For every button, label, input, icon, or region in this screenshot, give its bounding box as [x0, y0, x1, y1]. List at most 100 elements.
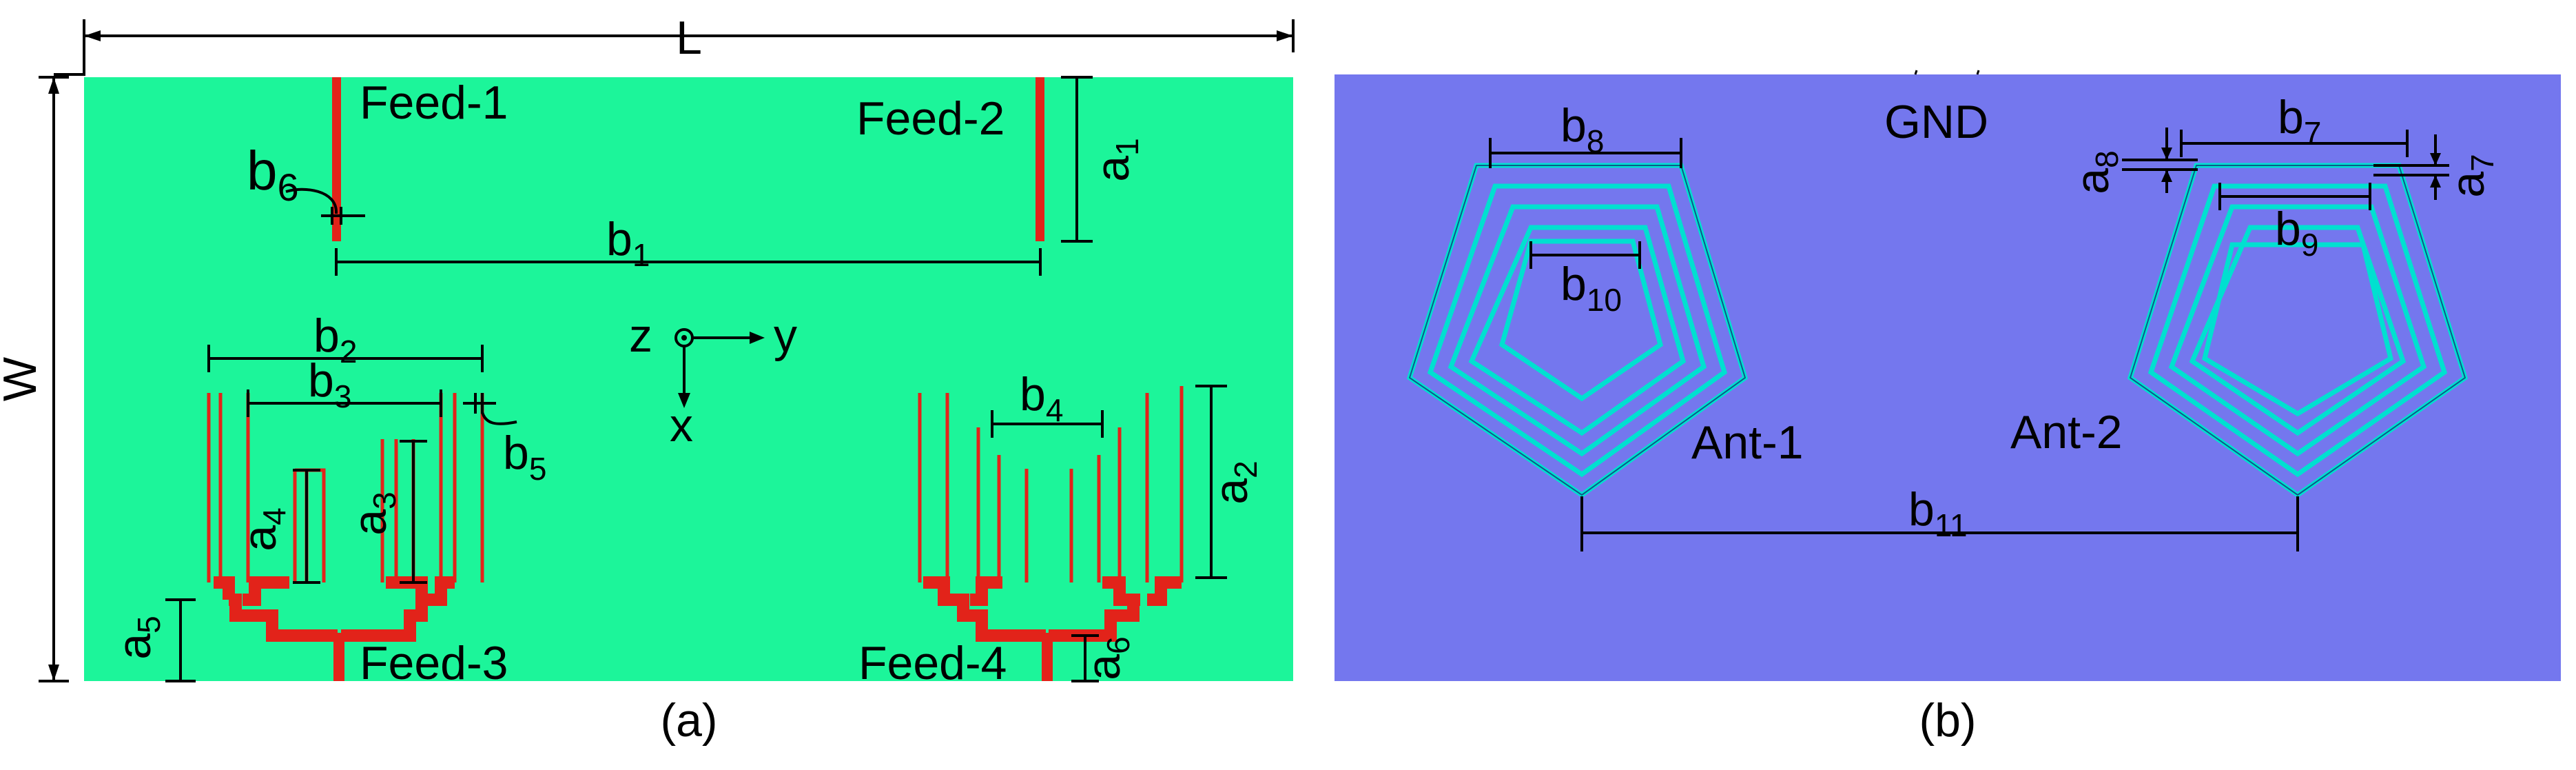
dim-b5: b5 — [463, 393, 546, 487]
svg-text:b4: b4 — [1020, 368, 1063, 428]
ant-2-label: Ant-2 — [2010, 406, 2123, 458]
dim-b7: b7 — [2180, 91, 2409, 157]
b7-sub: 7 — [2304, 115, 2322, 151]
svg-text:a5: a5 — [108, 616, 167, 659]
a1-sub: 1 — [1109, 138, 1145, 156]
svg-text:b8: b8 — [1560, 99, 1604, 159]
a8-sub: 8 — [2089, 150, 2125, 168]
svg-text:b11: b11 — [1908, 483, 1968, 543]
dim-a2: a2 — [1195, 385, 1264, 579]
panel-a: L W Feed-1 Feed-2 a1 — [0, 12, 1295, 747]
b3-base: b — [308, 354, 334, 407]
coordinate-axes: z y x — [629, 310, 797, 452]
b8-sub: 8 — [1587, 123, 1605, 159]
b1-sub: 1 — [632, 237, 650, 273]
b2-base: b — [313, 310, 340, 362]
b10-sub: 10 — [1587, 282, 1622, 318]
svg-text:a1: a1 — [1086, 138, 1145, 181]
svg-text:a8: a8 — [2066, 150, 2125, 194]
feed-1-strip — [332, 77, 341, 241]
svg-text:b5: b5 — [503, 427, 546, 487]
length-label: L — [676, 12, 702, 64]
svg-text:a3: a3 — [344, 492, 402, 535]
feed-3-label: Feed-3 — [360, 637, 508, 689]
a1-base: a — [1086, 156, 1139, 182]
svg-text:b9: b9 — [2275, 203, 2318, 263]
b9-base: b — [2275, 203, 2301, 255]
a5-base: a — [108, 634, 161, 660]
dim-b6: b6 — [247, 140, 365, 225]
dim-a3: a3 — [344, 440, 427, 584]
width-label: W — [0, 357, 46, 401]
b8-base: b — [1560, 99, 1587, 152]
a2-sub: 2 — [1228, 460, 1264, 478]
a2-base: a — [1205, 478, 1257, 505]
svg-text:a6: a6 — [1078, 636, 1136, 680]
svg-text:b2: b2 — [313, 310, 357, 369]
svg-text:b6: b6 — [247, 140, 299, 209]
b5-base: b — [503, 427, 529, 479]
b6-sub: 6 — [278, 165, 299, 209]
b6-base: b — [247, 140, 278, 201]
feed-4-label: Feed-4 — [858, 637, 1007, 689]
svg-text:b1: b1 — [606, 213, 650, 273]
feed-3-structure: Feed-3 — [207, 393, 508, 689]
svg-text:b10: b10 — [1560, 258, 1622, 318]
dim-a6: a6 — [1071, 634, 1136, 682]
b7-base: b — [2278, 91, 2304, 143]
panel-b: GND b8 — [1335, 70, 2561, 747]
ant-2-spiral — [2127, 163, 2469, 498]
caption-b: (b) — [1919, 694, 1976, 747]
b10-base: b — [1560, 258, 1587, 310]
feed-2-strip — [1035, 77, 1044, 241]
b11-sub: 11 — [1935, 507, 1968, 543]
length-dimension: L — [54, 12, 1295, 76]
a3-base: a — [344, 509, 396, 536]
ant-1-spiral — [1406, 163, 1749, 498]
b3-sub: 3 — [334, 378, 352, 414]
feed-4-structure: Feed-4 — [858, 386, 1184, 689]
axis-x-label: x — [670, 399, 693, 452]
b1-base: b — [606, 213, 632, 265]
b11-base: b — [1908, 483, 1935, 536]
caption-a: (a) — [660, 694, 717, 747]
a7-base: a — [2442, 172, 2494, 198]
width-dimension: W — [0, 76, 69, 682]
dim-b10: b10 — [1529, 241, 1641, 318]
axis-z-label: z — [629, 310, 652, 362]
a3-sub: 3 — [367, 492, 402, 509]
svg-text:b3: b3 — [308, 354, 351, 414]
dim-b4: b4 — [991, 368, 1104, 438]
dim-b2: b2 — [207, 310, 484, 372]
dim-b11: b11 — [1580, 483, 2299, 551]
axis-y-label: y — [774, 310, 797, 362]
b2-sub: 2 — [340, 334, 358, 369]
dim-a4: a4 — [234, 469, 320, 584]
svg-text:a7: a7 — [2442, 154, 2500, 197]
ant-1-label: Ant-1 — [1691, 416, 1804, 469]
b9-sub: 9 — [2301, 227, 2319, 263]
svg-text:a4: a4 — [234, 507, 292, 551]
a8-base: a — [2066, 168, 2119, 194]
dim-a8: a8 — [2066, 128, 2198, 194]
svg-text:a2: a2 — [1205, 460, 1264, 504]
a4-base: a — [234, 525, 286, 551]
a7-sub: 7 — [2464, 154, 2500, 172]
feed-2-label: Feed-2 — [856, 92, 1004, 145]
dim-a7: a7 — [2373, 134, 2500, 200]
dim-b1: b1 — [335, 213, 1042, 276]
b5-sub: 5 — [529, 451, 547, 487]
feed-1-label: Feed-1 — [360, 77, 508, 129]
a6-base: a — [1078, 654, 1130, 680]
gnd-label: GND — [1884, 96, 1988, 148]
b4-base: b — [1020, 368, 1046, 421]
a5-sub: 5 — [131, 616, 167, 634]
dim-a5: a5 — [108, 598, 196, 682]
svg-text:b7: b7 — [2278, 91, 2321, 151]
dim-b8: b8 — [1489, 99, 1682, 168]
a4-sub: 4 — [256, 507, 292, 525]
dim-b3: b3 — [247, 354, 442, 417]
dim-a1: a1 — [1061, 76, 1145, 243]
dim-b9: b9 — [2218, 183, 2371, 263]
